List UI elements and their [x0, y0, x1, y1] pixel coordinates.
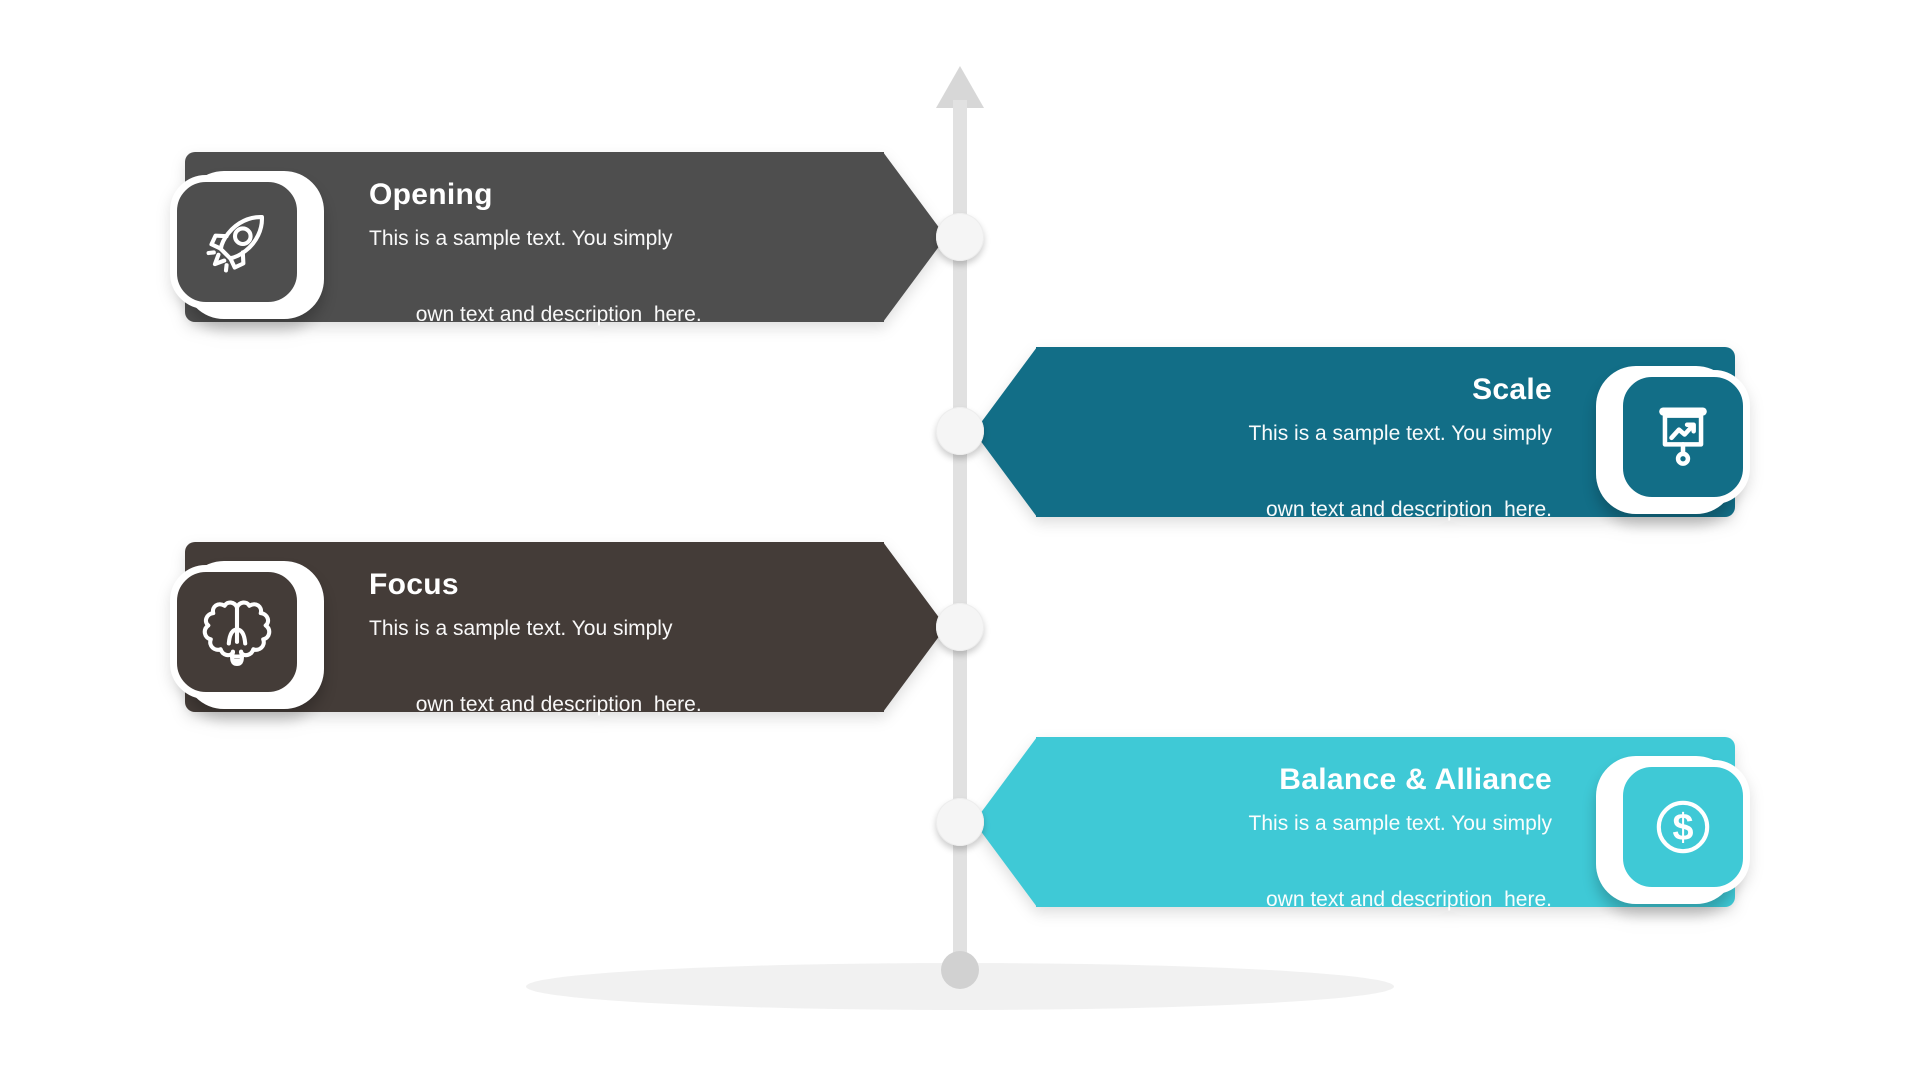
item-title: Opening	[369, 178, 493, 211]
timeline-node-scale	[936, 407, 984, 455]
desc-line-2: own text and description here.	[415, 693, 702, 716]
timeline-end-dot	[941, 951, 979, 989]
desc-line-2: own text and description here.	[1265, 498, 1552, 521]
icon-tile	[170, 557, 330, 717]
desc-line-2: own text and description here.	[415, 303, 702, 326]
item-description: This is a sample text. You simply own te…	[1219, 805, 1552, 919]
item-title: Scale	[1472, 373, 1552, 406]
item-description: This is a sample text. You simply own te…	[369, 610, 702, 724]
icon-tile	[170, 167, 330, 327]
desc-line-2: own text and description here.	[1265, 888, 1552, 911]
timeline-node-focus	[936, 603, 984, 651]
timeline-node-balance-alliance	[936, 798, 984, 846]
desc-line-1: This is a sample text. You simply	[1248, 812, 1552, 835]
icon-tile	[1590, 362, 1750, 522]
desc-line-1: This is a sample text. You simply	[1248, 422, 1552, 445]
svg-text:$: $	[1673, 806, 1694, 848]
icon-tile: $	[1590, 752, 1750, 912]
item-title: Focus	[369, 568, 459, 601]
item-title: Balance & Alliance	[1279, 763, 1552, 796]
timeline-item-balance-alliance: $ Balance & Alliance This is a sample te…	[974, 737, 1750, 911]
timeline-node-opening	[936, 213, 984, 261]
item-description: This is a sample text. You simply own te…	[369, 220, 702, 334]
banner-content: Focus This is a sample text. You simply …	[369, 566, 702, 724]
rocket-icon	[206, 215, 264, 273]
presentation-chart-icon	[1659, 407, 1707, 466]
timeline-item-focus: Focus This is a sample text. You simply …	[170, 542, 946, 716]
brain-icon	[202, 600, 272, 667]
desc-line-1: This is a sample text. You simply	[369, 617, 673, 640]
banner-content: Opening This is a sample text. You simpl…	[369, 176, 702, 334]
item-description: This is a sample text. You simply own te…	[1219, 415, 1552, 529]
icon-tile-face	[170, 565, 304, 699]
banner-content: Scale This is a sample text. You simply …	[1219, 371, 1552, 529]
timeline-item-opening: Opening This is a sample text. You simpl…	[170, 152, 946, 326]
banner-content: Balance & Alliance This is a sample text…	[1219, 761, 1552, 919]
icon-tile-face: $	[1616, 760, 1750, 894]
timeline-item-scale: Scale This is a sample text. You simply …	[974, 347, 1750, 521]
dollar-coin-icon: $	[1656, 800, 1710, 854]
icon-tile-face	[1616, 370, 1750, 504]
desc-line-1: This is a sample text. You simply	[369, 227, 673, 250]
timeline-vertical-line	[953, 100, 967, 970]
icon-tile-face	[170, 175, 304, 309]
